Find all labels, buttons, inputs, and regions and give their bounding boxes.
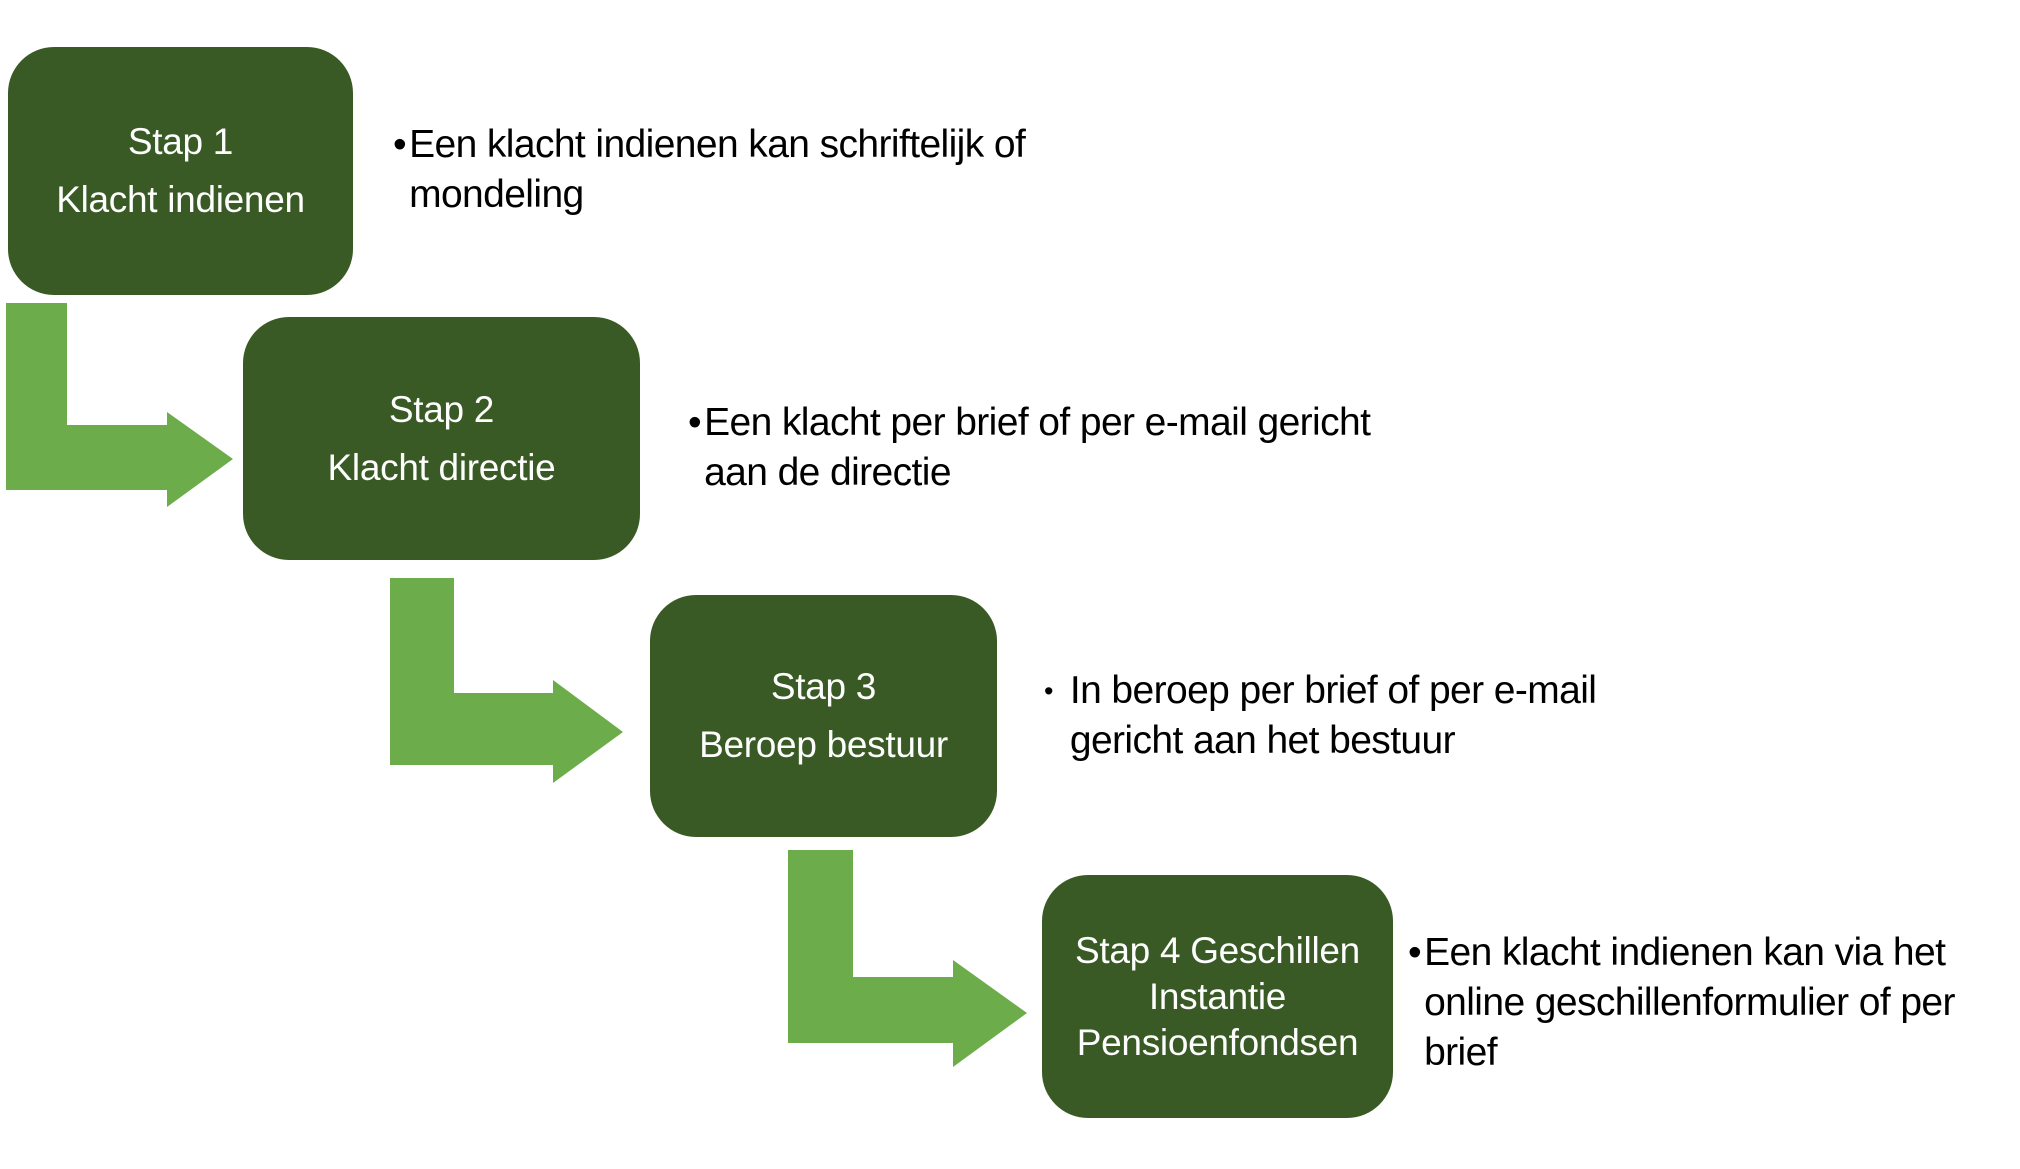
step-box-4: Stap 4 Geschillen Instantie Pensioenfond…: [1042, 875, 1393, 1118]
bullet-icon: •: [1408, 931, 1422, 974]
elbow-arrow-2-icon: [390, 578, 623, 783]
step-note-1: • Een klacht indienen kan schriftelijk o…: [393, 120, 1026, 220]
step-note-3-text: In beroep per brief of per e-mail gerich…: [1069, 669, 1597, 762]
bullet-icon: •: [1044, 676, 1053, 706]
step-note-4: • Een klacht indienen kan via het online…: [1408, 928, 1955, 1078]
step-note-1-text: Een klacht indienen kan schriftelijk of …: [409, 123, 1026, 216]
elbow-arrow-3-icon: [788, 850, 1027, 1067]
step-note-4-text: Een klacht indienen kan via het online g…: [1424, 931, 1955, 1074]
step-box-3: Stap 3 Beroep bestuur: [650, 595, 997, 837]
step-box-3-label: Stap 3 Beroep bestuur: [699, 666, 948, 765]
step-box-1: Stap 1 Klacht indienen: [8, 47, 353, 295]
step-box-4-label: Stap 4 Geschillen Instantie Pensioenfond…: [1075, 929, 1360, 1063]
elbow-arrow-1-icon: [6, 303, 233, 507]
bullet-icon: •: [393, 123, 407, 166]
step-note-2-text: Een klacht per brief of per e-mail geric…: [704, 401, 1371, 494]
step-note-2: • Een klacht per brief of per e-mail ger…: [688, 398, 1371, 498]
step-box-1-label: Stap 1 Klacht indienen: [56, 121, 305, 220]
bullet-icon: •: [688, 401, 702, 444]
step-box-2-label: Stap 2 Klacht directie: [327, 388, 556, 488]
step-box-2: Stap 2 Klacht directie: [243, 317, 640, 560]
step-note-3: • In beroep per brief of per e-mail geri…: [1044, 666, 1597, 766]
